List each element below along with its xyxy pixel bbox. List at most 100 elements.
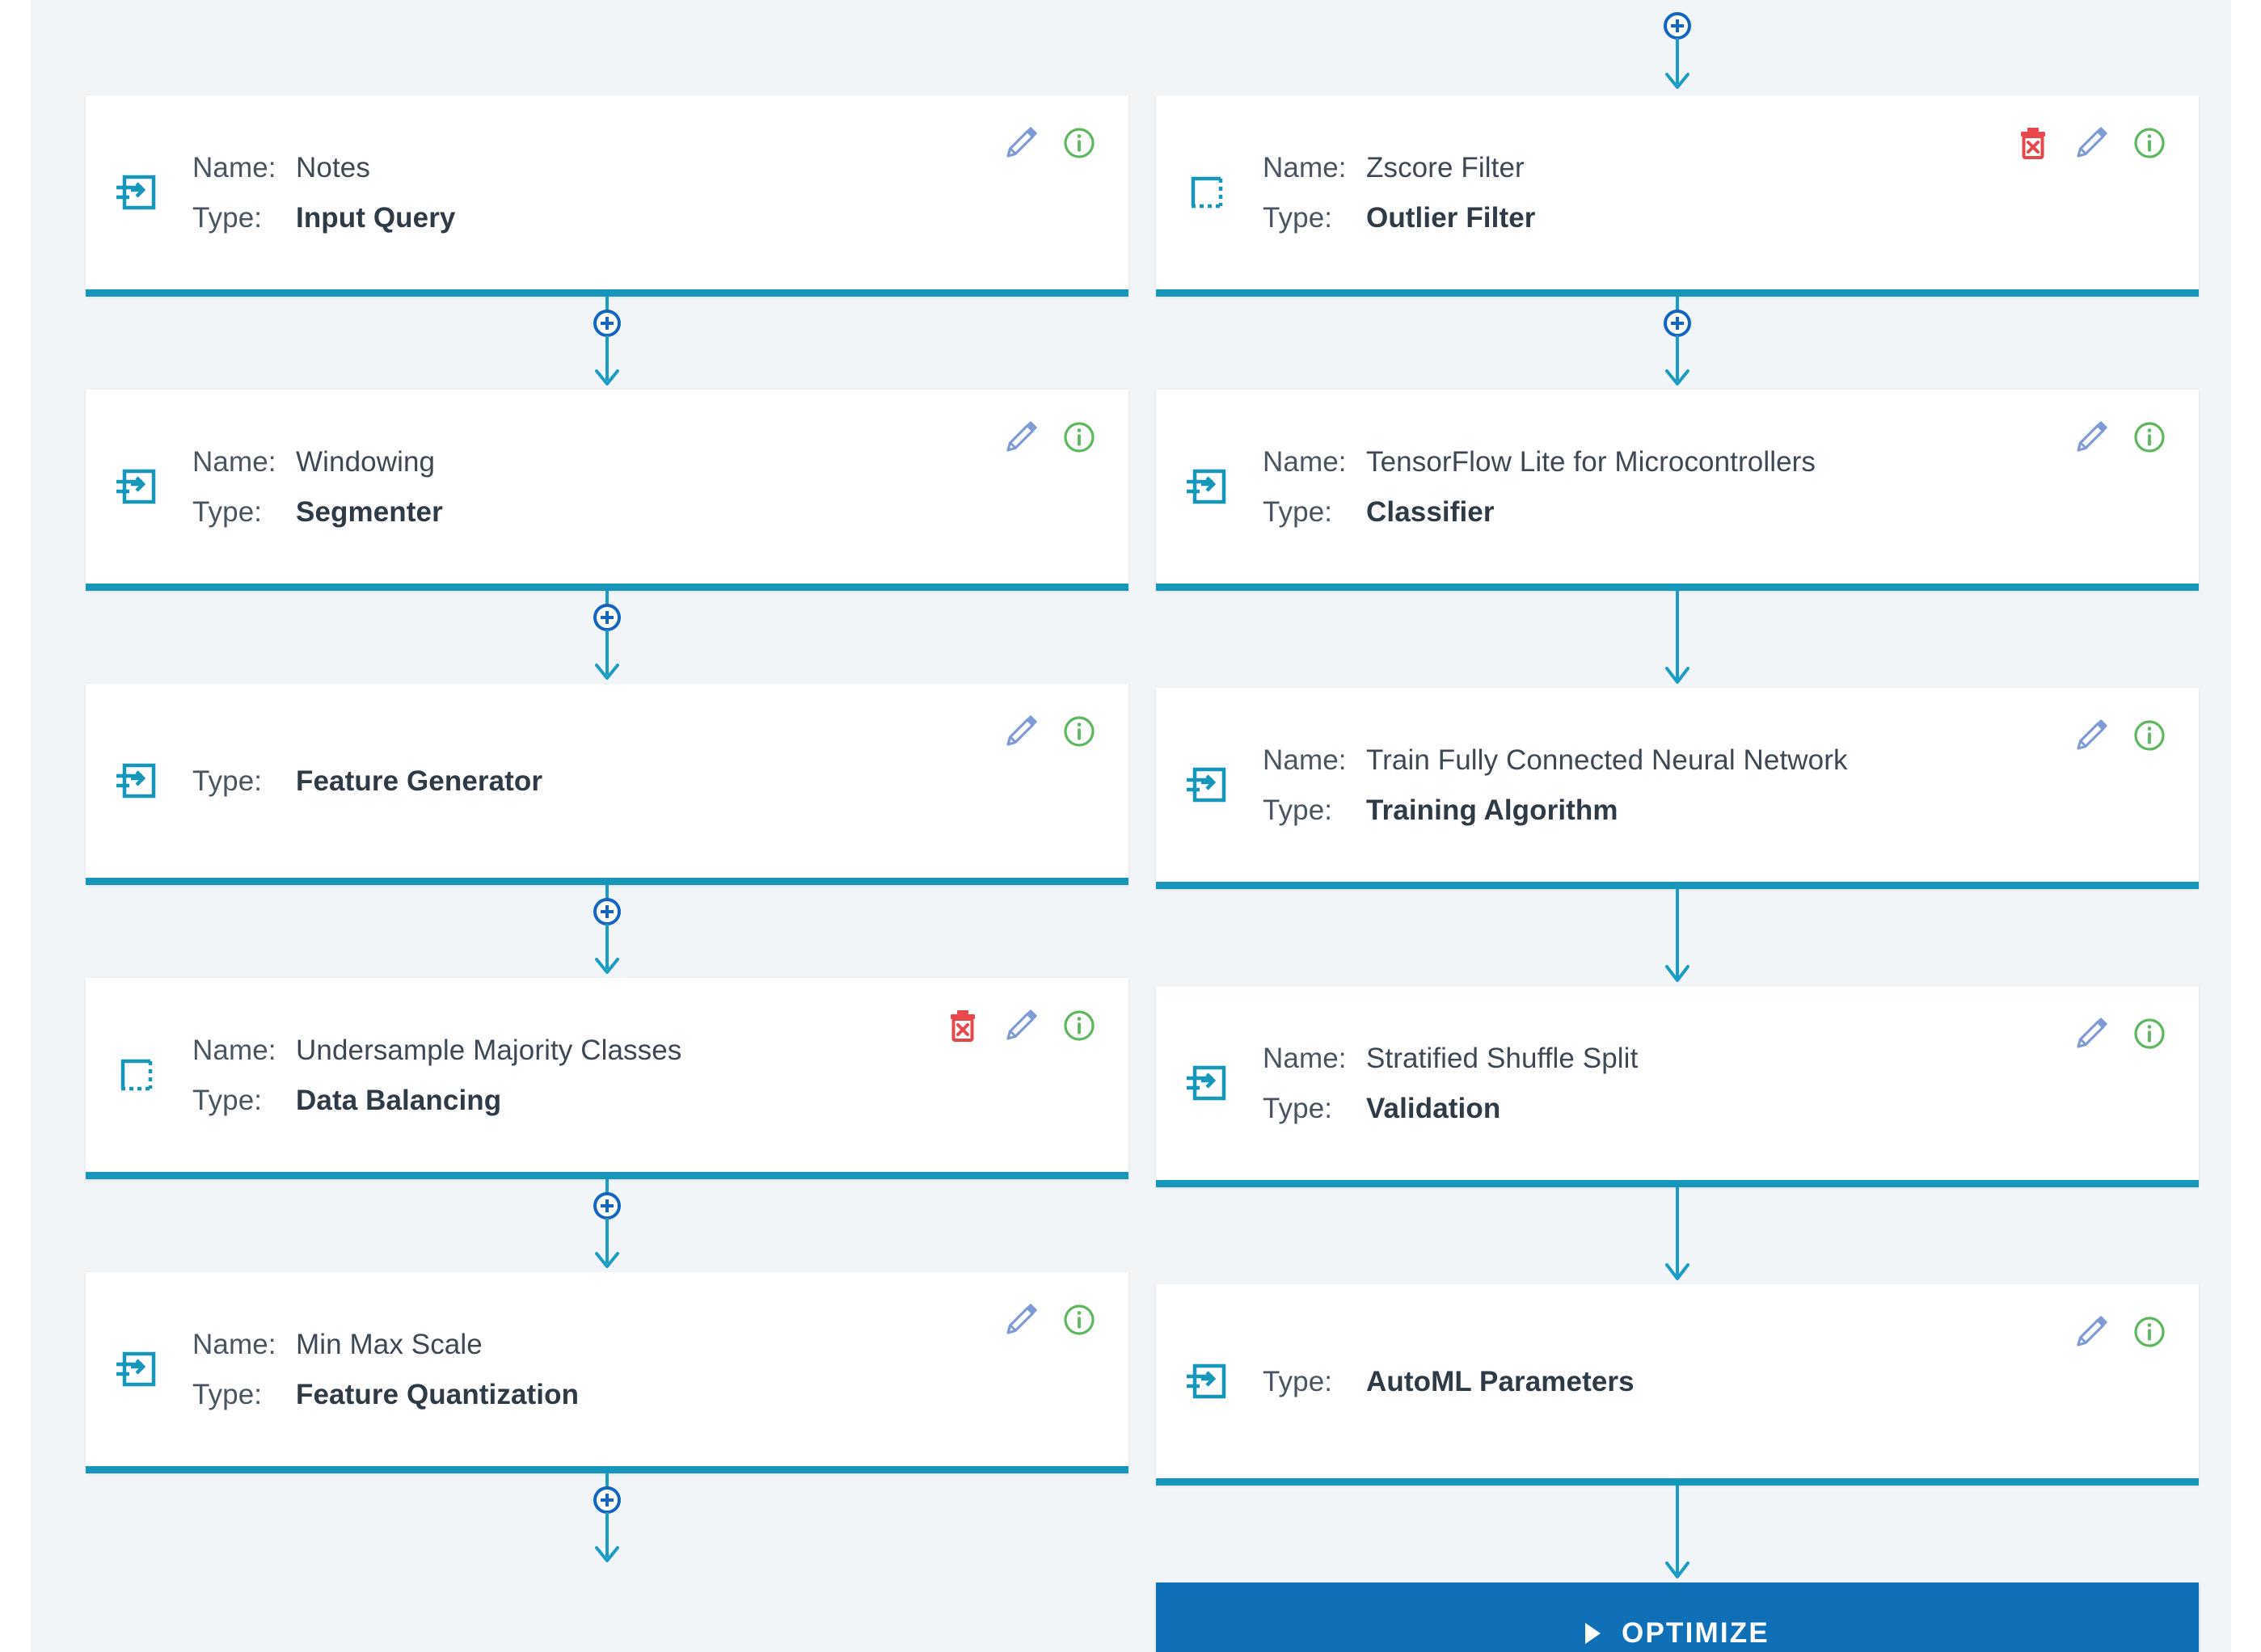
step-type-value: Segmenter: [296, 496, 443, 528]
edit-pencil-icon[interactable]: [1001, 1300, 1041, 1340]
add-step-connector-wrap[interactable]: [1638, 0, 1717, 95]
step-name-row: Name:Stratified Shuffle Split: [1263, 1043, 2175, 1075]
dashed-square-icon: [113, 1052, 158, 1098]
info-step-button[interactable]: [1059, 417, 1099, 457]
add-step-connector[interactable]: [567, 591, 647, 684]
step-type-label: Type:: [1263, 496, 1333, 528]
step-type-label: Type:: [192, 765, 263, 797]
info-icon[interactable]: [1059, 1300, 1099, 1340]
add-step-connector[interactable]: [567, 885, 647, 978]
optimize-button-label: OPTIMIZE: [1622, 1616, 1770, 1649]
edit-step-button[interactable]: [1001, 417, 1041, 457]
connector-row: [86, 1473, 1128, 1566]
add-step-connector-wrap[interactable]: [567, 297, 647, 390]
edit-pencil-icon[interactable]: [1001, 711, 1041, 752]
edit-step-button[interactable]: [2071, 417, 2111, 457]
edit-step-button[interactable]: [2071, 123, 2111, 163]
flow-connector: [1665, 1486, 1689, 1578]
delete-icon[interactable]: [943, 1005, 983, 1046]
delete-step-button[interactable]: [2013, 123, 2053, 163]
step-name-label: Name:: [1263, 152, 1347, 183]
flow-connector: [1665, 1187, 1689, 1280]
step-name-row: Name:Notes: [192, 152, 1104, 184]
add-step-connector-wrap[interactable]: [567, 591, 647, 684]
add-step-connector[interactable]: [1638, 0, 1717, 95]
edit-pencil-icon[interactable]: [2071, 1312, 2111, 1352]
edit-pencil-icon[interactable]: [2071, 417, 2111, 457]
edit-pencil-icon[interactable]: [2071, 1014, 2111, 1054]
edit-step-button[interactable]: [2071, 715, 2111, 756]
step-actions: [943, 1005, 1099, 1046]
step-actions: [1001, 417, 1099, 457]
info-step-button[interactable]: [1059, 711, 1099, 752]
input-arrow-box-icon: [1187, 469, 1226, 504]
edit-step-button[interactable]: [1001, 1005, 1041, 1046]
pipeline-step-card[interactable]: Name:Train Fully Connected Neural Networ…: [1156, 688, 2199, 889]
step-type-label: Type:: [1263, 202, 1333, 234]
info-icon[interactable]: [2129, 123, 2170, 163]
delete-icon[interactable]: [2013, 123, 2053, 163]
pipeline-step-card[interactable]: Type:AutoML Parameters: [1156, 1284, 2199, 1486]
step-type-row: Type:AutoML Parameters: [1263, 1366, 2175, 1398]
info-icon[interactable]: [1059, 417, 1099, 457]
edit-step-button[interactable]: [1001, 711, 1041, 752]
info-icon[interactable]: [1059, 711, 1099, 752]
info-step-button[interactable]: [2129, 715, 2170, 756]
optimize-button[interactable]: OPTIMIZE: [1156, 1582, 2199, 1652]
step-type-row: Type:Data Balancing: [192, 1085, 1104, 1117]
info-step-button[interactable]: [2129, 123, 2170, 163]
add-step-connector[interactable]: [567, 297, 647, 390]
info-icon[interactable]: [2129, 1312, 2170, 1352]
add-step-connector-wrap[interactable]: [1638, 297, 1717, 390]
add-step-connector-wrap[interactable]: [567, 885, 647, 978]
info-step-button[interactable]: [2129, 1312, 2170, 1352]
add-step-connector[interactable]: [1638, 297, 1717, 390]
add-step-connector-wrap[interactable]: [567, 1473, 647, 1566]
step-type-value: Training Algorithm: [1366, 794, 1618, 826]
edit-pencil-icon[interactable]: [2071, 123, 2111, 163]
info-icon[interactable]: [2129, 715, 2170, 756]
step-type-label: Type:: [192, 1379, 263, 1410]
edit-pencil-icon[interactable]: [1001, 123, 1041, 163]
info-icon[interactable]: [2129, 417, 2170, 457]
pipeline-step-card[interactable]: Type: Feature Generator: [86, 684, 1128, 885]
step-name-value: Train Fully Connected Neural Network: [1366, 744, 1848, 776]
connector-row: [1156, 1486, 2199, 1582]
add-step-connector[interactable]: [567, 1179, 647, 1272]
info-step-button[interactable]: [1059, 1300, 1099, 1340]
info-step-button[interactable]: [2129, 1014, 2170, 1054]
edit-pencil-icon[interactable]: [1001, 1005, 1041, 1046]
edit-step-button[interactable]: [1001, 1300, 1041, 1340]
pipeline-step-card[interactable]: Name:TensorFlow Lite for Microcontroller…: [1156, 390, 2199, 591]
info-step-button[interactable]: [2129, 417, 2170, 457]
edit-step-button[interactable]: [1001, 123, 1041, 163]
edit-pencil-icon[interactable]: [1001, 417, 1041, 457]
info-step-button[interactable]: [1059, 123, 1099, 163]
edit-pencil-icon[interactable]: [2071, 715, 2111, 756]
info-step-button[interactable]: [1059, 1005, 1099, 1046]
step-type-value: Feature Generator: [296, 765, 543, 797]
flow-connector-wrap: [1638, 1486, 1717, 1582]
delete-step-button[interactable]: [943, 1005, 983, 1046]
info-icon[interactable]: [1059, 123, 1099, 163]
add-step-connector[interactable]: [567, 1473, 647, 1566]
step-type-row: Type: Feature Generator: [192, 765, 1104, 798]
step-type-row: Type:Classifier: [1263, 496, 2175, 529]
input-arrow-box-icon: [1187, 767, 1226, 803]
step-actions: [1001, 1300, 1099, 1340]
edit-step-button[interactable]: [2071, 1014, 2111, 1054]
edit-step-button[interactable]: [2071, 1312, 2111, 1352]
step-name-row: Name:Min Max Scale: [192, 1329, 1104, 1361]
add-step-connector-wrap[interactable]: [567, 1179, 647, 1272]
info-icon[interactable]: [1059, 1005, 1099, 1046]
info-icon[interactable]: [2129, 1014, 2170, 1054]
